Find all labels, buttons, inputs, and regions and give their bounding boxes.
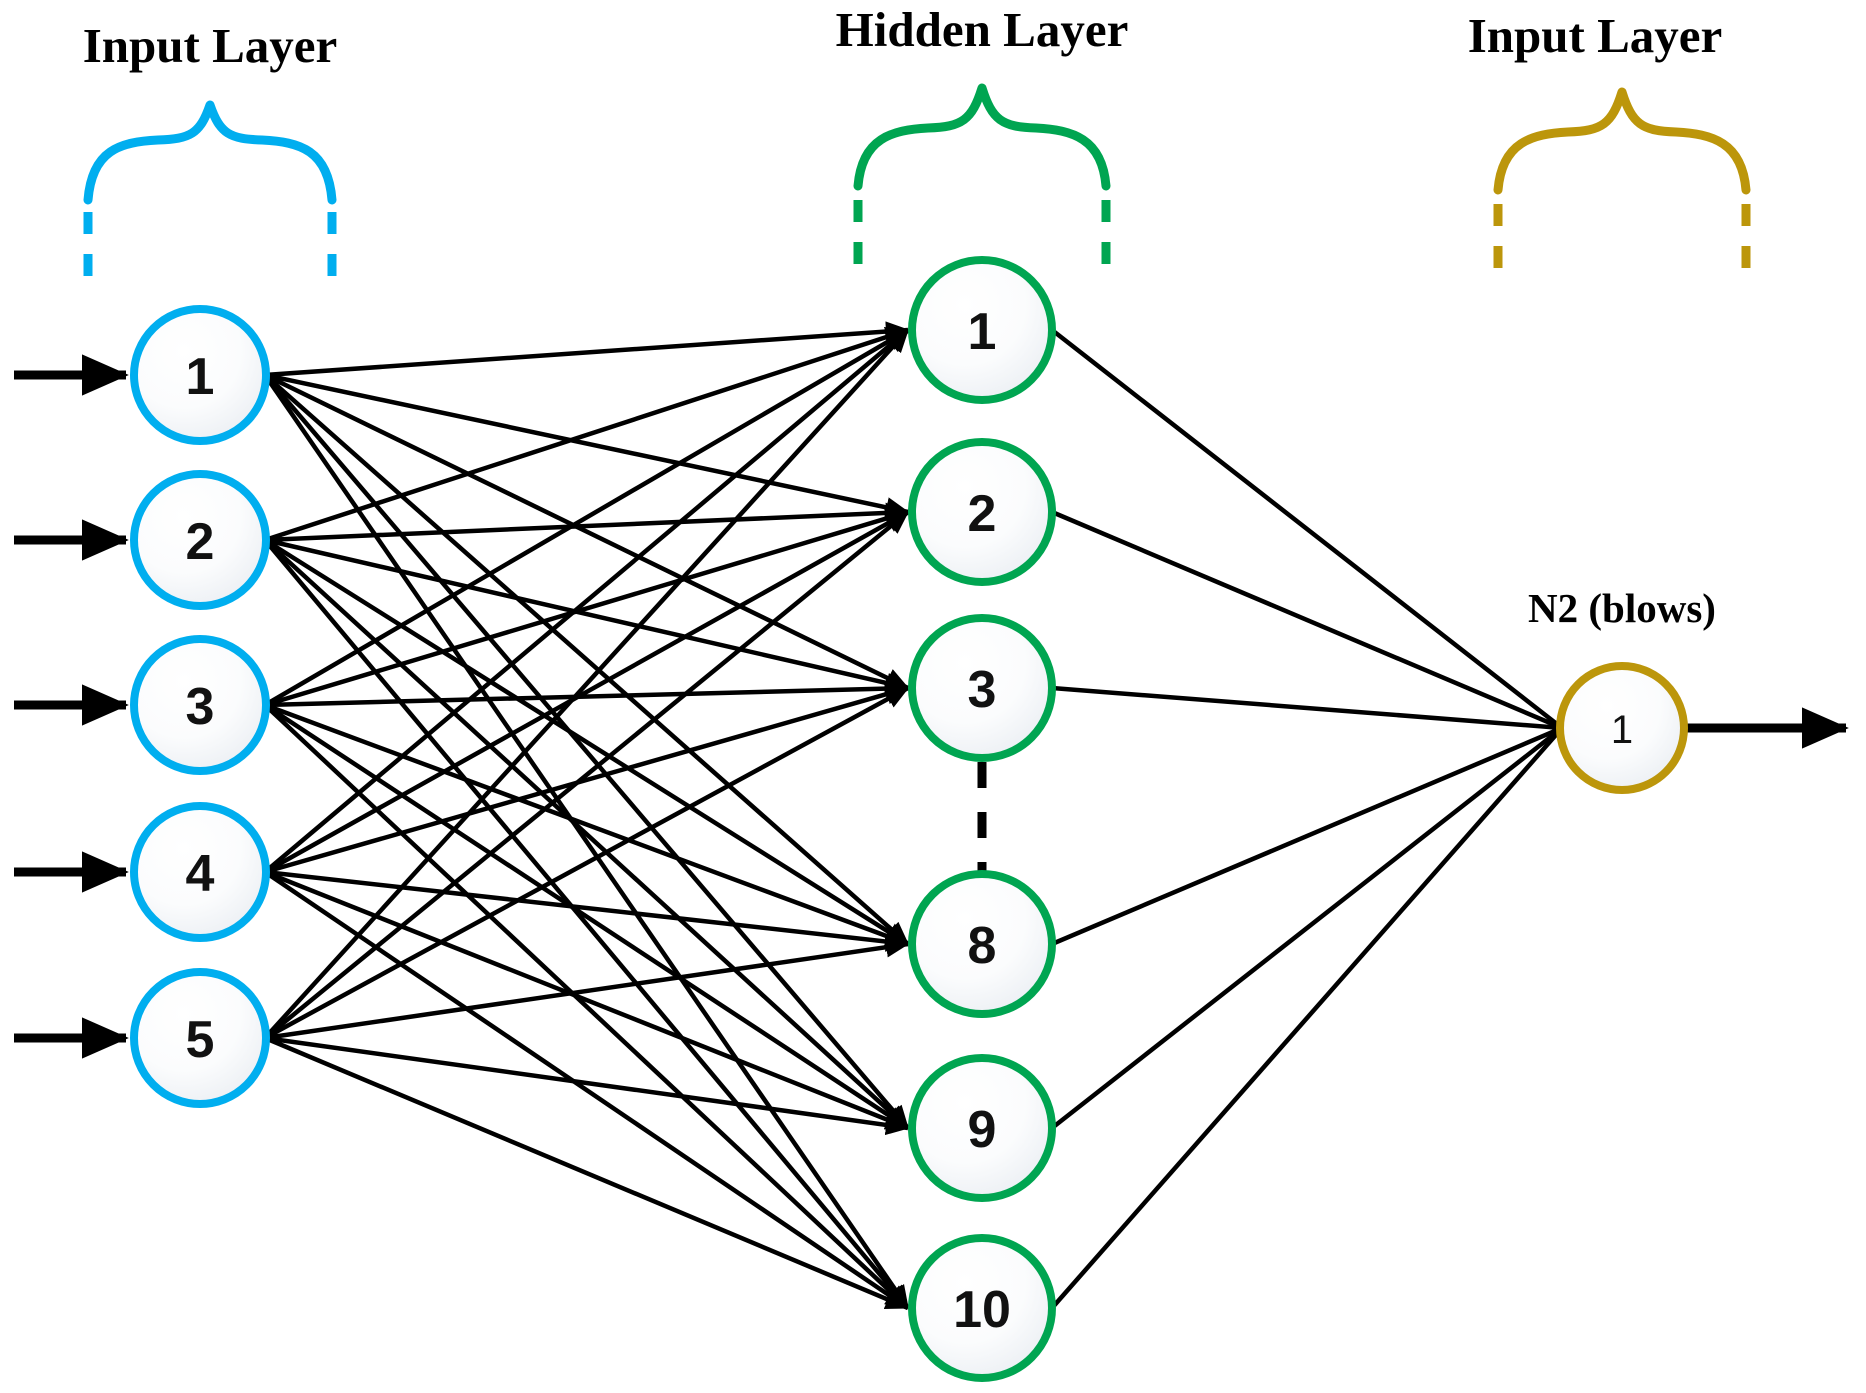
edge-h9-o1	[1050, 726, 1564, 1130]
input-node-4-label: 4	[186, 845, 215, 903]
hidden-node-8[interactable]: 8	[908, 870, 1056, 1018]
hidden-node-2[interactable]: 2	[908, 438, 1056, 586]
edge-i3-h9	[263, 703, 910, 1130]
edge-i2-h10	[263, 538, 910, 1310]
output-layer-title: Input Layer	[1468, 8, 1723, 63]
edge-i3-h1	[263, 328, 910, 707]
input-node-5[interactable]: 5	[130, 968, 270, 1108]
edge-i2-h1	[264, 327, 910, 543]
edge-i2-h2	[264, 502, 910, 543]
hidden-node-3-label: 3	[968, 661, 997, 719]
edge-i5-h8	[264, 936, 910, 1041]
edge-h10-o1	[1050, 726, 1564, 1310]
hidden-node-2-circle[interactable]	[908, 438, 1056, 586]
edge-i3-h8	[264, 702, 910, 947]
edge-i5-h9	[264, 1035, 910, 1136]
hidden-node-10-circle[interactable]	[908, 1234, 1056, 1382]
input-node-1-label: 1	[186, 348, 215, 406]
edge-i1-h10	[263, 373, 910, 1310]
hidden-node-3-circle[interactable]	[908, 614, 1056, 762]
input-node-5-label: 5	[186, 1011, 215, 1069]
input-node-3-circle[interactable]	[130, 635, 270, 775]
input-layer-brace	[83, 100, 337, 205]
input-layer-header: Input Layer	[83, 18, 338, 290]
edge-h1-o1	[1050, 328, 1564, 730]
edges-hidden-to-output	[1050, 328, 1564, 1310]
hidden-node-9-circle[interactable]	[908, 1054, 1056, 1202]
edge-i5-h2	[263, 510, 910, 1040]
input-node-3-label: 3	[186, 678, 215, 736]
edge-i1-h2	[264, 372, 910, 518]
edge-i2-h8	[263, 538, 910, 946]
hidden-node-1-label: 1	[968, 303, 997, 361]
hidden-node-10[interactable]: 10	[908, 1234, 1056, 1382]
hidden-node-9[interactable]: 9	[908, 1054, 1056, 1202]
output-node-1[interactable]: 1	[1556, 662, 1688, 794]
edge-h3-o1	[1051, 685, 1563, 731]
hidden-node-8-circle[interactable]	[908, 870, 1056, 1018]
edge-i1-h9	[263, 373, 910, 1130]
input-node-2-circle[interactable]	[130, 470, 270, 610]
edge-i1-h1	[264, 321, 910, 378]
input-node-4-circle[interactable]	[130, 802, 270, 942]
input-layer-nodes: 1 2 3 4 5	[130, 305, 270, 1108]
input-node-5-circle[interactable]	[130, 968, 270, 1108]
hidden-node-2-label: 2	[968, 485, 997, 543]
hidden-layer-nodes: 1 2 3 8 9 10	[908, 256, 1056, 1382]
input-layer-title: Input Layer	[83, 18, 338, 73]
output-layer-brace	[1493, 87, 1751, 195]
edges-input-to-hidden	[263, 321, 910, 1311]
edge-h8-o1	[1051, 725, 1563, 947]
edge-i5-h3	[263, 686, 910, 1040]
edge-i4-h8	[264, 869, 910, 952]
hidden-layer-title: Hidden Layer	[836, 2, 1129, 57]
input-node-3[interactable]: 3	[130, 635, 270, 775]
edge-i2-h9	[263, 538, 910, 1130]
output-node-1-circle[interactable]	[1556, 662, 1688, 794]
output-layer-header: Input Layer	[1468, 8, 1751, 272]
edge-i1-h8	[263, 373, 910, 946]
edge-i2-h3	[264, 537, 910, 694]
input-node-1-circle[interactable]	[130, 305, 270, 445]
input-node-2[interactable]: 2	[130, 470, 270, 610]
edge-h2-o1	[1051, 509, 1563, 731]
hidden-node-8-label: 8	[968, 917, 997, 975]
edge-i1-h3	[264, 372, 910, 691]
output-layer-nodes: N2 (blows) 1	[1528, 585, 1716, 794]
hidden-node-3[interactable]: 3	[908, 614, 1056, 762]
edge-i5-h1	[263, 328, 910, 1040]
input-node-1[interactable]: 1	[130, 305, 270, 445]
hidden-node-10-label: 10	[953, 1281, 1011, 1339]
input-feed-arrows	[14, 354, 129, 1059]
input-node-2-label: 2	[186, 513, 215, 571]
edge-i4-h3	[264, 684, 910, 875]
edge-i3-h3	[264, 678, 910, 708]
edge-i4-h1	[263, 328, 910, 874]
hidden-layer-header: Hidden Layer	[836, 2, 1129, 268]
edge-i4-h10	[263, 870, 910, 1310]
output-node-title: N2 (blows)	[1528, 585, 1716, 631]
output-node-1-label: 1	[1611, 708, 1633, 752]
hidden-node-1[interactable]: 1	[908, 256, 1056, 404]
edge-i3-h2	[264, 508, 910, 708]
edge-i3-h10	[263, 703, 910, 1310]
input-node-4[interactable]: 4	[130, 802, 270, 942]
hidden-node-1-circle[interactable]	[908, 256, 1056, 404]
edge-i5-h10	[264, 1035, 910, 1311]
hidden-layer-brace	[853, 83, 1111, 191]
hidden-node-9-label: 9	[968, 1101, 997, 1159]
edge-i4-h9	[264, 869, 910, 1131]
edge-i4-h2	[263, 510, 910, 874]
